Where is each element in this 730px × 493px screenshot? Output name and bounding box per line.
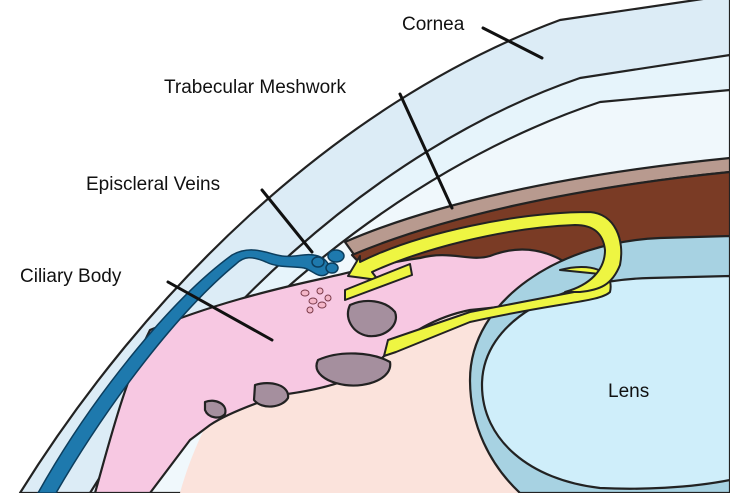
ciliary-recess-3 — [254, 383, 288, 406]
label-cornea: Cornea — [402, 14, 465, 35]
ciliary-recess-1 — [348, 301, 396, 336]
label-ciliary-body: Ciliary Body — [20, 266, 122, 287]
label-episcleral-veins: Episcleral Veins — [86, 174, 220, 195]
ciliary-recess-4 — [205, 401, 225, 418]
ciliary-recess-2 — [317, 353, 391, 385]
vein-lumen-1 — [328, 250, 344, 262]
vein-lumen-2 — [326, 263, 338, 273]
vein-lumen-3 — [312, 257, 324, 267]
label-trabecular-meshwork: Trabecular Meshwork — [164, 77, 346, 98]
label-lens: Lens — [608, 381, 649, 402]
